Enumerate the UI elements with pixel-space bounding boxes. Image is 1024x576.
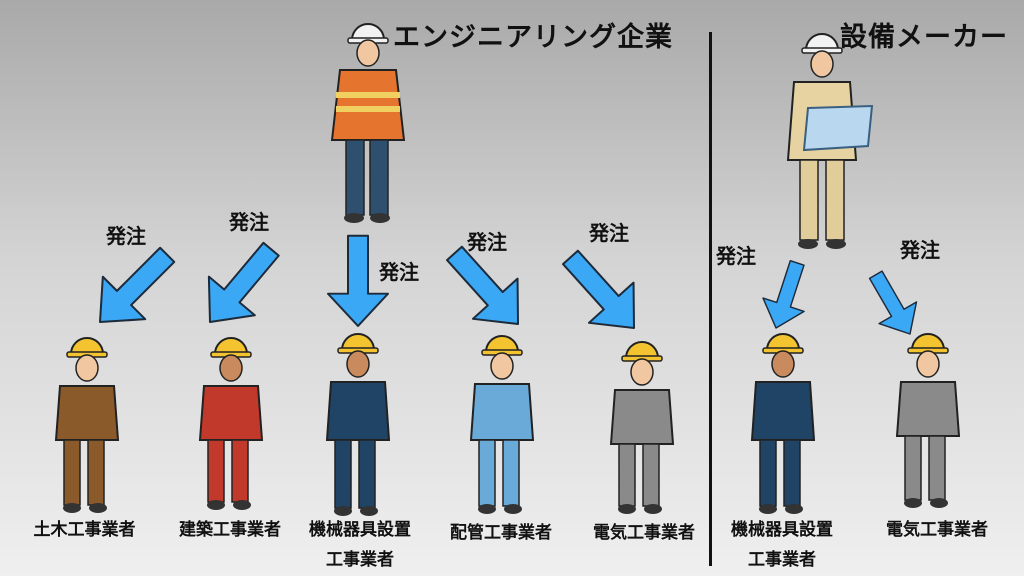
worker-label-piping: 配管工事業者 xyxy=(450,523,552,543)
equipment-manufacturer-heading: 設備メーカー xyxy=(840,22,1008,53)
engineering-supervisor-figure xyxy=(330,23,406,223)
worker-right-electrical-figure xyxy=(895,333,961,508)
worker-civil-figure xyxy=(54,337,120,513)
order-label-civil: 発注 xyxy=(106,224,146,248)
order-arrow-right-machinery xyxy=(754,255,819,336)
order-label-electrical: 発注 xyxy=(589,221,629,245)
order-arrow-building xyxy=(186,228,296,343)
worker-machinery-figure xyxy=(325,333,391,516)
order-arrow-civil xyxy=(77,232,190,345)
order-arrow-right-electrical xyxy=(856,263,930,346)
worker-label-right-electrical: 電気工事業者 xyxy=(886,520,988,540)
worker-piping-figure xyxy=(469,335,535,514)
worker-electrical-figure xyxy=(609,341,675,514)
worker-label-electrical: 電気工事業者 xyxy=(593,523,695,543)
worker-label-civil: 土木工事業者 xyxy=(33,520,136,540)
worker-right-machinery-figure xyxy=(750,333,816,514)
order-label-piping: 発注 xyxy=(467,230,507,254)
order-label-right-machinery: 発注 xyxy=(716,244,756,268)
worker-building-figure xyxy=(198,337,264,510)
worker-label-right-machinery: 機械器具設置 工事業者 xyxy=(731,520,833,570)
order-label-right-electrical: 発注 xyxy=(900,238,940,262)
engineering-company-heading: エンジニアリング企業 xyxy=(393,22,673,53)
order-label-building: 発注 xyxy=(229,210,269,234)
manufacturer-engineer-figure xyxy=(786,33,874,249)
section-divider xyxy=(709,32,712,566)
order-label-machinery: 発注 xyxy=(379,260,419,284)
worker-label-building: 建築工事業者 xyxy=(179,520,281,540)
worker-label-machinery: 機械器具設置 工事業者 xyxy=(309,520,411,570)
order-arrow-electrical xyxy=(547,236,658,350)
